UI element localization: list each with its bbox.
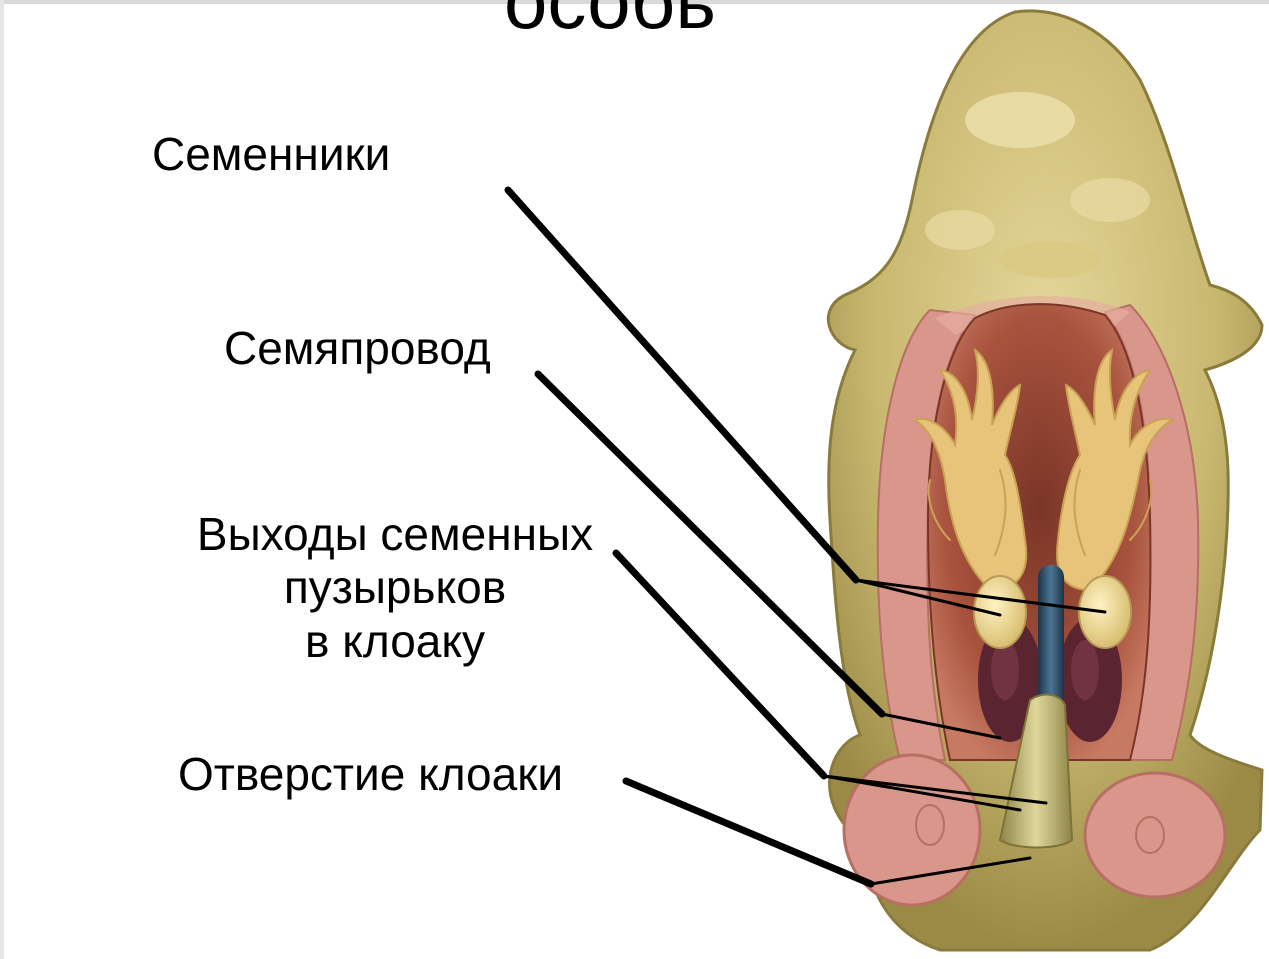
label-vesicle-exits-line-2: пузырьков — [160, 561, 630, 614]
label-testes: Семенники — [152, 128, 390, 181]
central-vessel — [1038, 565, 1064, 715]
label-vesicle-exits-line-1: Выходы семенных — [160, 508, 630, 561]
label-vesicle-exits: Выходы семенных пузырьков в клоаку — [160, 508, 630, 668]
label-vesicle-exits-line-3: в клоаку — [160, 615, 630, 668]
leader-line-vesicle-exits — [616, 553, 824, 776]
label-cloaca-opening: Отверстие клоаки — [178, 748, 563, 801]
slide-title: особь — [380, 0, 840, 40]
label-vas-deferens: Семяпровод — [224, 322, 491, 375]
